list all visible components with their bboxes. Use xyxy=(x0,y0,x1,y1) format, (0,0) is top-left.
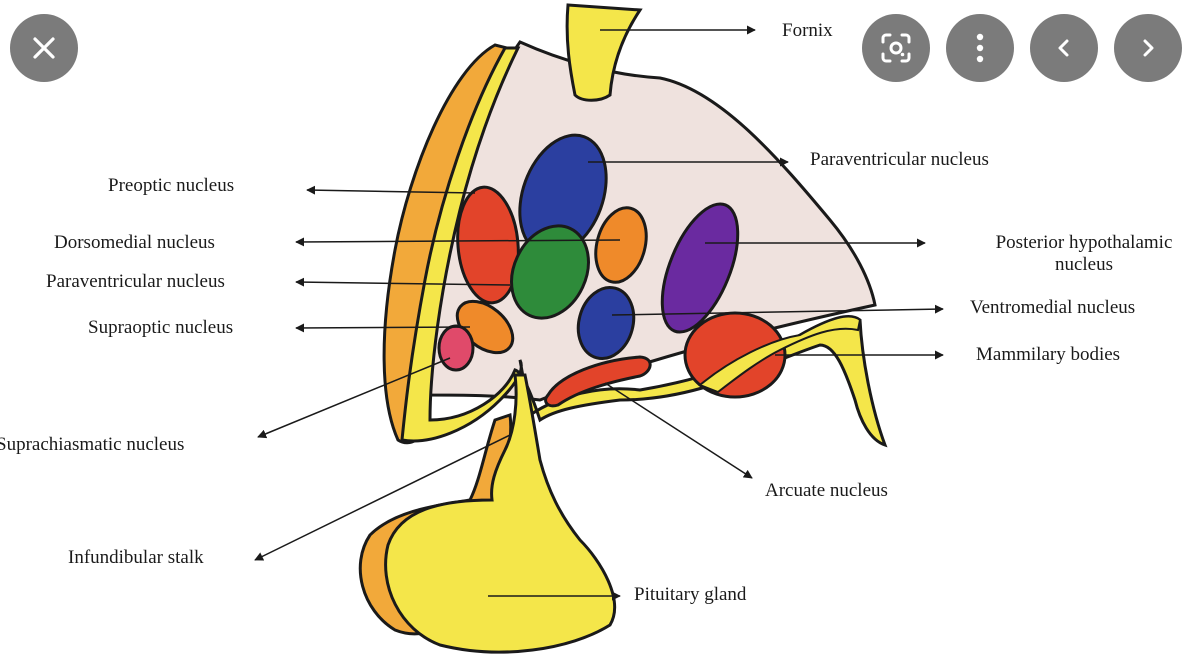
leader-ventromedial xyxy=(611,304,944,316)
more-vertical-icon xyxy=(976,33,984,63)
more-options-button[interactable] xyxy=(946,14,1014,82)
lens-search-icon xyxy=(881,33,911,63)
dorsomedial-nucleus-red xyxy=(456,185,520,305)
label-supraoptic: Supraoptic nucleus xyxy=(88,317,234,338)
next-button[interactable] xyxy=(1114,14,1182,82)
ventromedial-nucleus-blue xyxy=(576,286,636,360)
suprachiasmatic-nucleus xyxy=(437,324,475,372)
leader-infundibular xyxy=(254,434,511,561)
label-dorsomedial: Dorsomedial nucleus xyxy=(54,232,215,253)
posterior-hypothalamic-nucleus xyxy=(660,202,740,334)
label-paraventricular-left: Paraventricular nucleus xyxy=(46,271,225,292)
label-preoptic: Preoptic nucleus xyxy=(108,175,235,196)
posterior-nucleus-orange xyxy=(594,206,648,284)
leader-preoptic xyxy=(306,185,476,195)
leader-paraventricular-left xyxy=(295,277,511,287)
pituitary-gland-shape xyxy=(384,373,616,654)
label-mammilary: Mammilary bodies xyxy=(976,344,1121,365)
arcuate-nucleus xyxy=(544,355,652,408)
label-suprachiasmatic: Suprachiasmatic nucleus xyxy=(0,434,185,455)
hypothalamic-floor xyxy=(400,46,888,448)
label-posterior-hypothalamic: Posterior hypothalamic nucleus xyxy=(995,232,1173,275)
paraventricular-nucleus-green xyxy=(510,224,590,320)
fornix-shape xyxy=(565,3,643,102)
leader-dorsomedial xyxy=(295,237,621,247)
previous-button[interactable] xyxy=(1030,14,1098,82)
lens-search-button[interactable] xyxy=(862,14,930,82)
label-ventromedial: Ventromedial nucleus xyxy=(970,297,1136,318)
label-paraventricular-right: Paraventricular nucleus xyxy=(810,149,989,170)
label-fornix: Fornix xyxy=(782,20,833,41)
label-arcuate: Arcuate nucleus xyxy=(765,480,888,501)
label-pituitary: Pituitary gland xyxy=(634,584,747,605)
label-infundibular: Infundibular stalk xyxy=(68,547,204,568)
leader-supraoptic xyxy=(295,323,471,333)
chevron-right-icon xyxy=(1143,39,1154,57)
close-icon xyxy=(33,37,55,59)
close-button[interactable] xyxy=(10,14,78,82)
chevron-left-icon xyxy=(1058,39,1069,57)
leader-suprachiasmatic xyxy=(257,357,451,439)
mammilary-overlay-band xyxy=(698,315,862,394)
leader-arcuate xyxy=(604,382,753,479)
